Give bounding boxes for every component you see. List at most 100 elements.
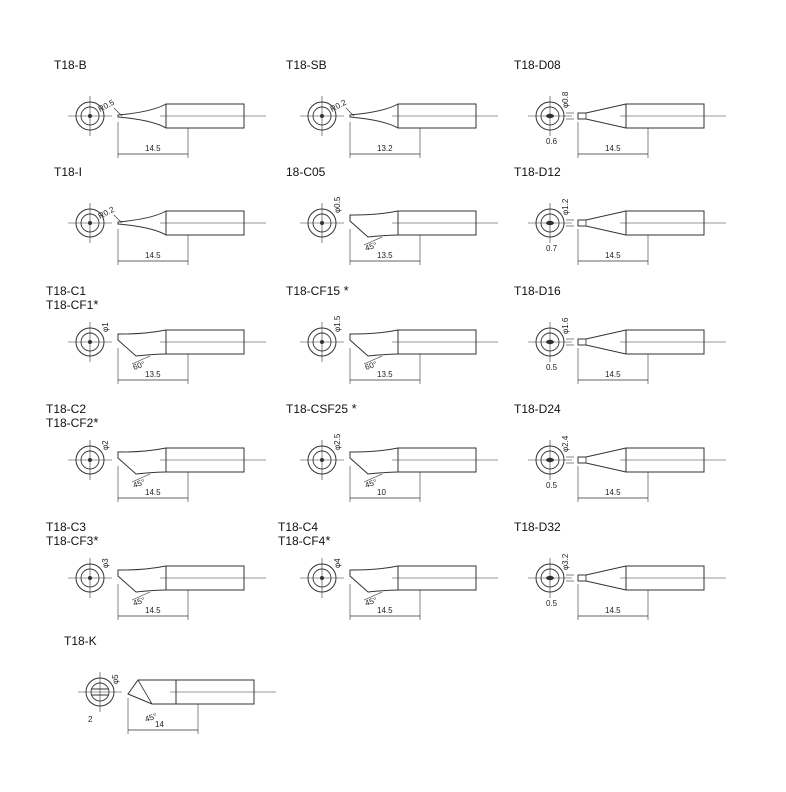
tip-drawing: φ3.2 0.5 14.5: [528, 553, 726, 620]
tip-title: T18-D16: [514, 284, 561, 298]
asterisk-mark: *: [348, 401, 357, 416]
tip-geometry: φ1 60°13.5: [68, 322, 266, 384]
tip-geometry: φ3.2 0.5 14.5: [528, 553, 726, 620]
tip-diameter-label: φ3: [101, 558, 110, 568]
conical-tip-profile: [349, 103, 399, 129]
bevel-tip-profile: [349, 565, 399, 593]
bevel-angle-label: 60°: [364, 360, 378, 372]
tip-diameter-label: φ2: [101, 440, 110, 450]
bevel-tip-profile: [349, 329, 399, 357]
tip-title: T18-I: [54, 165, 82, 179]
chisel-tip-profile: [577, 447, 627, 473]
tip-length-label: 13.2: [377, 144, 393, 153]
tip-length-label: 13.5: [145, 370, 161, 379]
tip-model-name: 18-C05: [286, 165, 326, 179]
chisel-tip-profile: [577, 210, 627, 236]
tip-length-label: 13.5: [377, 251, 393, 260]
angle-leader: [363, 473, 383, 483]
tip-drawing: φ0.80.614.5: [528, 91, 726, 158]
bevel-angle-label: 60°: [132, 360, 146, 372]
tip-drawing: φ1.60.514.5: [528, 317, 726, 384]
tip-title: T18-C3 T18-CF3*: [46, 520, 98, 548]
tip-width-label: φ2.4: [561, 435, 570, 452]
tip-diameter-label: φ4: [333, 558, 342, 568]
tip-drawing: R0.514.5: [68, 96, 266, 158]
chisel-tip-profile: [577, 565, 627, 591]
asterisk-mark: *: [93, 415, 99, 430]
tip-geometry: φ2.4 0.5 14.5: [528, 435, 726, 502]
asterisk-mark: *: [325, 533, 331, 548]
angle-leader: [131, 591, 151, 601]
tip-width-label: φ0.8: [561, 91, 570, 108]
tip-model-name: T18-D24: [514, 402, 561, 416]
tip-title: T18-C2 T18-CF2*: [46, 402, 98, 430]
tip-thickness-label: 0.5: [546, 481, 558, 490]
knife-tip-profile: [127, 679, 176, 705]
tip-width-label: φ1.6: [561, 317, 570, 334]
tip-geometry: R0.213.2: [300, 96, 498, 158]
leader-line: [113, 107, 123, 117]
tip-model-name-alt: T18-CF2: [46, 416, 94, 430]
tip-thickness-label: 0.7: [546, 244, 558, 253]
tip-diameter-label: φ1.5: [333, 315, 342, 332]
tip-thickness-label: 0.5: [546, 363, 558, 372]
conical-tip-profile: [117, 103, 167, 129]
angle-leader: [363, 236, 383, 246]
leader-line: [113, 214, 123, 224]
tip-model-name: T18-D12: [514, 165, 561, 179]
tip-title: T18-K: [64, 634, 97, 648]
tip-drawing: R0.213.2: [300, 96, 498, 158]
angle-leader: [131, 473, 151, 483]
bevel-tip-profile: [349, 210, 399, 238]
tip-model-name-alt: T18-CF4: [278, 534, 326, 548]
tip-model-name-alt: T18-CF3: [46, 534, 94, 548]
tip-model-name: T18-K: [64, 634, 97, 648]
tip-geometry: φ0.80.614.5: [528, 91, 726, 158]
tip-length-label: 14: [155, 720, 164, 729]
chisel-tip-profile: [577, 329, 627, 355]
tip-drawing: R0.214.5: [68, 203, 266, 265]
tip-title: T18-SB: [286, 58, 327, 72]
angle-leader: [363, 355, 383, 365]
tip-diameter-label: φ0.5: [333, 196, 342, 213]
angle-leader: [363, 591, 383, 601]
bevel-angle-label: 45°: [132, 596, 146, 608]
bevel-tip-profile: [117, 447, 167, 475]
tip-length-label: 10: [377, 488, 386, 497]
tip-width-label: φ3.2: [561, 553, 570, 570]
tip-geometry: R0.514.5: [68, 96, 266, 158]
tip-length-label: 14.5: [605, 488, 621, 497]
tip-model-name: T18-D16: [514, 284, 561, 298]
tip-model-name: T18-B: [54, 58, 87, 72]
tip-diameter-label: φ1: [101, 322, 110, 332]
tip-model-name: T18-CSF25: [286, 402, 349, 416]
tip-length-label: 13.5: [377, 370, 393, 379]
tip-thickness-label: 0.5: [546, 599, 558, 608]
tip-title: T18-C1 T18-CF1*: [46, 284, 98, 312]
tip-length-label: 14.5: [605, 144, 621, 153]
tip-model-name: T18-C2: [46, 402, 87, 416]
tip-model-name: T18-CF15: [286, 284, 341, 298]
tip-title: T18-D32: [514, 520, 561, 534]
tip-model-name: T18-I: [54, 165, 83, 179]
tip-length-label: 14.5: [145, 488, 161, 497]
tip-geometry: R0.214.5: [68, 203, 266, 265]
tip-drawing: φ1 60°13.5: [68, 322, 266, 384]
tip-radius-label: R0.5: [97, 98, 117, 114]
tip-width-label: φ1.2: [561, 198, 570, 215]
tip-drawing: φ2.4 0.5 14.5: [528, 435, 726, 502]
tip-length-label: 14.5: [605, 606, 621, 615]
tip-model-name: T18-D08: [514, 58, 561, 72]
tip-geometry: φ1.60.514.5: [528, 317, 726, 384]
tip-model-name: T18-D32: [514, 520, 561, 534]
tip-drawing: φ2.545°10: [300, 433, 498, 502]
tip-length-label: 14.5: [605, 251, 621, 260]
